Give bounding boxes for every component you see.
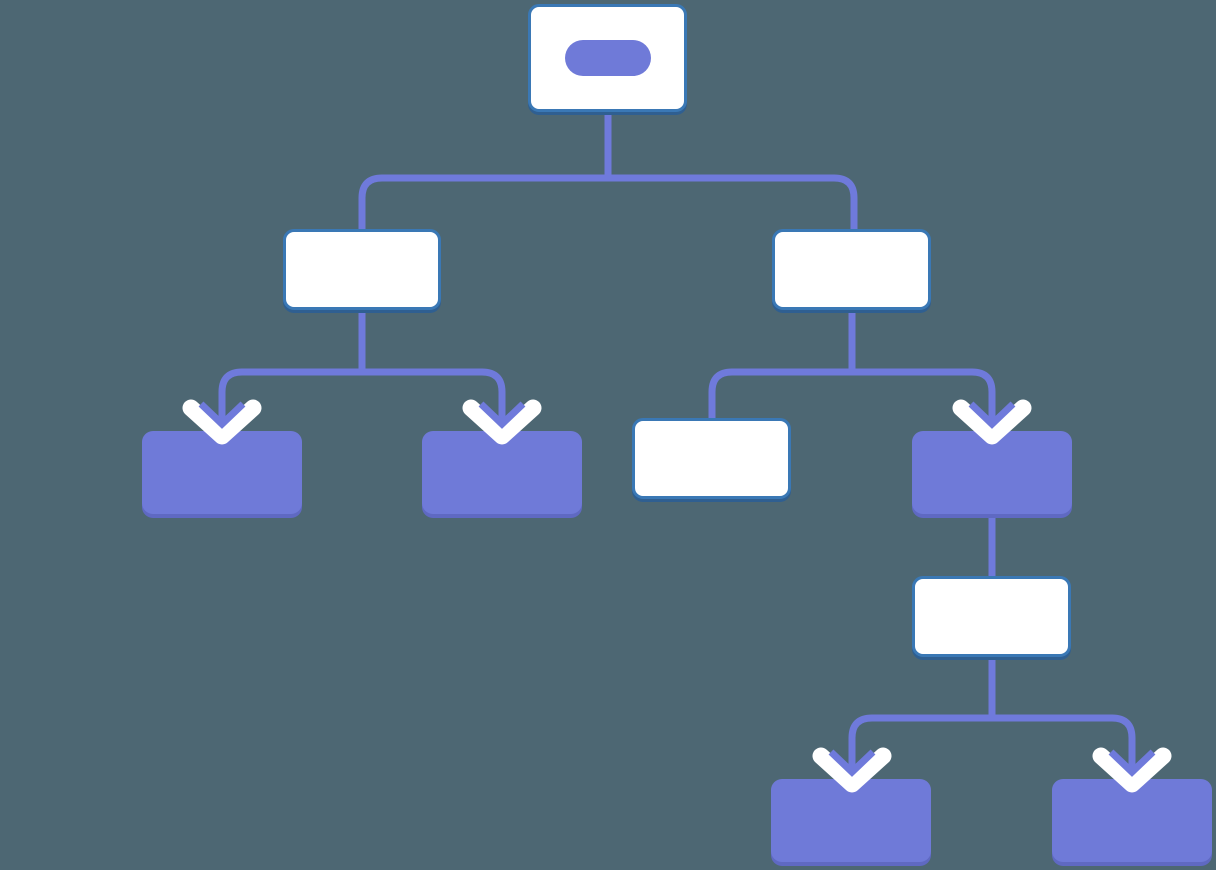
- left-leaf-one[interactable]: [142, 431, 302, 514]
- deep-branch-node[interactable]: [912, 576, 1071, 657]
- path-right-split: [708, 368, 996, 440]
- path-deep-split: [848, 714, 1136, 788]
- root-node-pill-badge: [565, 40, 651, 76]
- left-leaf-two[interactable]: [422, 431, 582, 514]
- deep-leaf-two[interactable]: [1052, 779, 1212, 862]
- right-child-white[interactable]: [632, 418, 791, 499]
- path-root-split: [358, 174, 858, 269]
- left-branch-node[interactable]: [283, 229, 441, 310]
- deep-leaf-one[interactable]: [771, 779, 931, 862]
- right-child-purple[interactable]: [912, 431, 1072, 514]
- right-branch-node[interactable]: [772, 229, 931, 310]
- path-left-split: [218, 368, 506, 440]
